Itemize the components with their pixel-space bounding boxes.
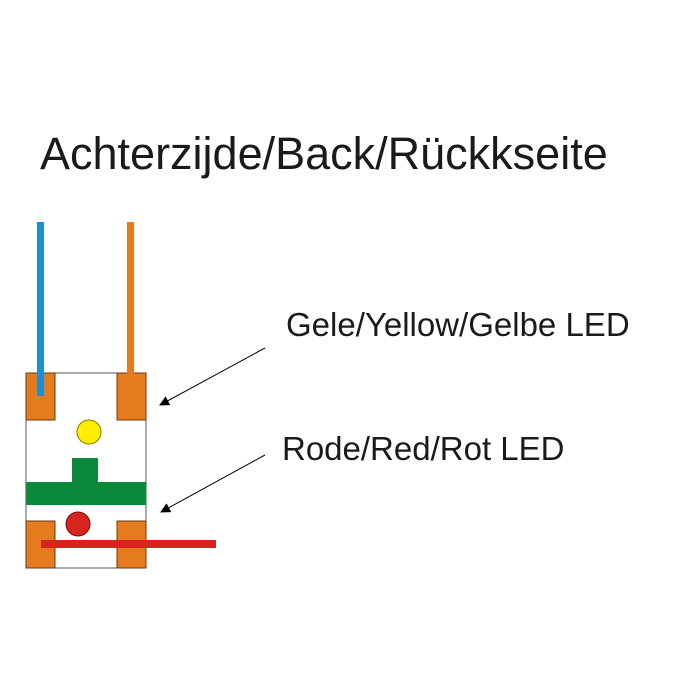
green-trace-tab xyxy=(72,458,98,483)
green-trace-bar xyxy=(26,482,146,505)
red-led xyxy=(65,511,91,537)
yellow-led-arrow xyxy=(159,347,266,406)
diagram-title: Achterzijde/Back/Rückkseite xyxy=(40,128,608,179)
orange-wire xyxy=(127,222,134,374)
pad-top-right xyxy=(116,372,147,421)
red-led-label: Rode/Red/Rot LED xyxy=(282,430,565,467)
red-wire xyxy=(41,540,216,548)
red-led-arrow xyxy=(160,454,266,513)
blue-wire xyxy=(37,222,44,396)
yellow-led-label: Gele/Yellow/Gelbe LED xyxy=(286,306,630,343)
yellow-led xyxy=(76,419,102,445)
